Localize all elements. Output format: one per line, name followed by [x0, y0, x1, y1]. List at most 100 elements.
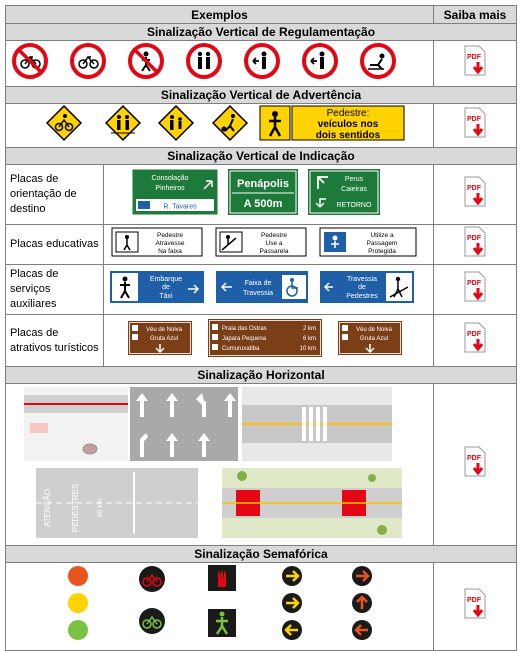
svg-text:Utilize a: Utilize a	[370, 232, 394, 239]
service-signs-strip: Embarque de Táxi Faixa de Travessia	[110, 271, 414, 303]
label-servicos: Placas de serviços auxiliares	[5, 264, 104, 315]
svg-text:Faixa de: Faixa de	[245, 280, 272, 287]
vehicle-traffic-light-icon	[68, 566, 88, 640]
label-turisticos: Placas de atrativos turísticos	[5, 314, 104, 367]
warning-sign-text-2: veículos nos	[318, 119, 379, 130]
educational-sign-2: Pedestre Use a Passarela	[215, 227, 307, 257]
road-marking-image-1	[24, 387, 128, 461]
svg-text:PDF: PDF	[467, 116, 482, 123]
pdf-icon[interactable]: PDF	[462, 271, 488, 303]
educational-signs-strip: Pedestre Atravesse Na faixa Pedestre Use…	[111, 227, 417, 257]
regulation-signs-strip	[12, 43, 396, 79]
pdf-icon[interactable]: PDF	[462, 107, 488, 139]
pdf-link-turisticos[interactable]: PDF	[433, 314, 518, 367]
rollerblade-sign-icon	[360, 43, 396, 79]
pdf-icon[interactable]: PDF	[462, 45, 488, 77]
svg-text:PDF: PDF	[467, 331, 482, 338]
signage-table: Exemplos Saiba mais Sinalização Vertical…	[4, 5, 518, 651]
destination-signs-strip: Consolação Pinheiros R. Tavares Penápoli…	[131, 168, 380, 216]
section-title-horizontal: Sinalização Horizontal	[4, 366, 518, 384]
no-bicycle-sign-icon	[12, 43, 48, 79]
svg-text:6 km: 6 km	[303, 336, 316, 342]
header-learn-more: Saiba mais	[433, 5, 518, 24]
warning-signs-strip: Pedestre: veículos nos dois sentidos	[45, 104, 405, 142]
regulamentacao-signs	[4, 40, 435, 87]
pdf-link-semaforica[interactable]: PDF	[433, 562, 518, 651]
svg-text:Perus: Perus	[345, 176, 364, 183]
road-marking-image-3	[242, 387, 392, 461]
svg-text:10 km: 10 km	[300, 346, 316, 352]
arrow-traffic-light-icon	[282, 566, 302, 640]
svg-text:A 500m: A 500m	[244, 198, 283, 210]
tourist-sign-2: Praia das Ostras 2 km Japara Pequena 6 k…	[208, 319, 322, 357]
svg-text:Táxi: Táxi	[159, 293, 173, 300]
pdf-link-servicos[interactable]: PDF	[433, 264, 518, 315]
arrow-traffic-light-icon	[352, 566, 372, 640]
pdf-link-regulamentacao[interactable]: PDF	[433, 40, 518, 87]
svg-text:Japara Pequena: Japara Pequena	[222, 336, 267, 342]
svg-text:PDF: PDF	[467, 235, 482, 242]
advertencia-signs: Pedestre: veículos nos dois sentidos	[4, 103, 435, 148]
warning-sign-text-1: Pedestre:	[327, 108, 370, 119]
section-title-indicacao: Sinalização Vertical de Indicação	[4, 147, 518, 165]
svg-text:Passarela: Passarela	[260, 248, 289, 255]
pedestrians-sign-icon	[186, 43, 222, 79]
road-marking-image-2	[130, 387, 238, 461]
svg-text:PDF: PDF	[467, 185, 482, 192]
svg-text:Praia das Ostras: Praia das Ostras	[222, 326, 267, 332]
svg-text:Atravesse: Atravesse	[156, 240, 185, 247]
children-warning-sign-icon	[104, 104, 142, 142]
svg-text:Consolação: Consolação	[152, 175, 189, 182]
road-word-pedestrians: PEDESTRES	[71, 484, 80, 532]
tourist-sign-1: Véu de Noiva Gruta Azul	[128, 321, 192, 355]
pedestrian-crossing-service-sign: Travessia de Pedestres	[320, 271, 414, 303]
svg-text:2 km: 2 km	[303, 326, 316, 332]
svg-text:PDF: PDF	[467, 597, 482, 604]
svg-text:RETORNO: RETORNO	[337, 202, 372, 209]
section-title-regulamentacao: Sinalização Vertical de Regulamentação	[4, 23, 518, 41]
pdf-icon[interactable]: PDF	[462, 176, 488, 208]
pedestrian-left-sign-icon	[302, 43, 338, 79]
taxi-service-sign: Embarque de Táxi	[110, 271, 204, 303]
svg-text:Protegida: Protegida	[368, 248, 396, 255]
pdf-link-orientacao[interactable]: PDF	[433, 164, 518, 225]
svg-text:R. Tavares: R. Tavares	[163, 204, 197, 211]
page: Exemplos Saiba mais Sinalização Vertical…	[4, 5, 518, 651]
svg-text:Travessia: Travessia	[243, 290, 273, 297]
pedestrian-two-way-warning-sign: Pedestre: veículos nos dois sentidos	[259, 105, 405, 141]
header-examples: Exemplos	[4, 5, 435, 24]
traffic-signals-strip	[68, 565, 372, 640]
warning-sign-text-3: dois sentidos	[316, 130, 381, 141]
svg-text:Pedestre: Pedestre	[261, 232, 287, 239]
pdf-icon[interactable]: PDF	[462, 226, 488, 258]
pdf-link-advertencia[interactable]: PDF	[433, 103, 518, 148]
tourist-signs-strip: Véu de Noiva Gruta Azul Praia das Ostras…	[128, 319, 402, 357]
svg-text:Pinheiros: Pinheiros	[155, 185, 185, 192]
tourist-sign-3: Véu de Noiva Gruta Azul	[338, 321, 402, 355]
educational-sign-1: Pedestre Atravesse Na faixa	[111, 227, 203, 257]
no-pedestrian-sign-icon	[128, 43, 164, 79]
svg-text:Cumuruxatiba: Cumuruxatiba	[222, 346, 260, 352]
svg-text:Penápolis: Penápolis	[237, 178, 289, 190]
road-marking-image-5	[222, 468, 402, 538]
educational-sign-3: Utilize a Passagem Protegida	[319, 227, 417, 257]
pdf-icon[interactable]: PDF	[462, 322, 488, 354]
svg-text:PDF: PDF	[467, 455, 482, 462]
svg-text:de: de	[358, 284, 366, 291]
children-playing-warning-sign-icon	[211, 104, 249, 142]
pedestrians-warning-sign-icon	[157, 104, 195, 142]
svg-text:Use a: Use a	[266, 240, 283, 247]
pdf-icon[interactable]: PDF	[462, 588, 488, 620]
servicos-signs: Embarque de Táxi Faixa de Travessia	[102, 264, 435, 315]
crossing-lane-sign: Faixa de Travessia	[216, 271, 308, 303]
turisticos-signs: Véu de Noiva Gruta Azul Praia das Ostras…	[102, 314, 435, 367]
svg-text:PDF: PDF	[467, 54, 482, 61]
pdf-icon[interactable]: PDF	[462, 446, 488, 478]
road-markings-images: ATENÇÃO PEDESTRES 40 km	[24, 387, 402, 538]
pdf-link-horizontal[interactable]: PDF	[433, 383, 518, 546]
svg-text:Véu de Noiva: Véu de Noiva	[356, 327, 393, 333]
svg-text:Passagem: Passagem	[367, 240, 398, 247]
no-bicycle-sign-icon	[70, 43, 106, 79]
section-title-advertencia: Sinalização Vertical de Advertência	[4, 86, 518, 104]
pdf-link-educativas[interactable]: PDF	[433, 224, 518, 265]
